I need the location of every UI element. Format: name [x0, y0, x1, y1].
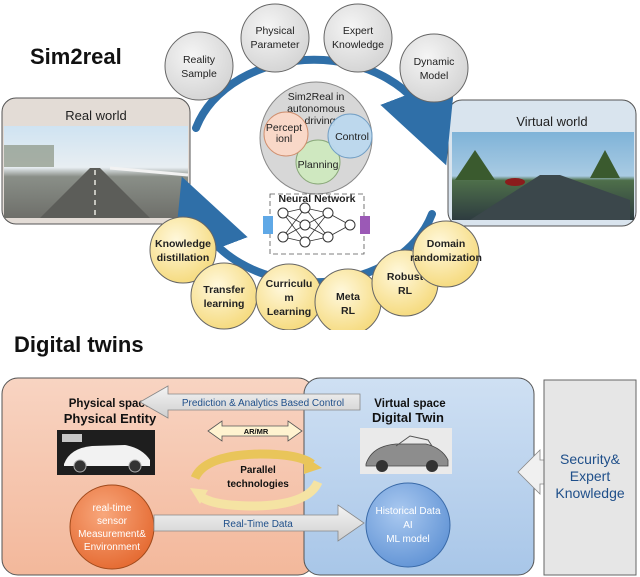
digital-twin-label: Digital Twin — [372, 410, 444, 425]
curriculum-learning-line1: Curriculu — [266, 278, 313, 290]
planning-circle — [295, 139, 341, 185]
sensor-line3: Measurement& — [78, 529, 146, 540]
data-arrow-label: Real-Time Data — [223, 519, 293, 530]
security-box: Security& Expert Knowledge — [543, 379, 637, 576]
control-arrow: Prediction & Analytics Based Control — [139, 385, 361, 419]
reality-sample-line1: Reality — [183, 54, 216, 66]
knowledge-distillation-line1: Knowledge — [155, 238, 211, 250]
reality-sample-line2: Sample — [181, 68, 217, 80]
security-line1: Security& — [560, 451, 621, 467]
dynamic-model-line2: Model — [420, 70, 449, 82]
physical-parameter-line2: Parameter — [250, 39, 300, 51]
model-line3: ML model — [386, 534, 430, 545]
circle-domain-randomization: Domain randomization — [410, 220, 482, 288]
robust-rl-line2: RL — [398, 285, 413, 297]
digital-twins-heading: Digital twins — [14, 332, 144, 357]
circle-reality-sample: Reality Sample — [164, 31, 234, 101]
robust-rl-line1: Robust — [387, 271, 424, 283]
parallel-line2: technologies — [227, 479, 289, 490]
transfer-learning-line2: learning — [204, 298, 245, 310]
circle-dynamic-model: Dynamic Model — [399, 33, 469, 103]
top-circles: Reality Sample Physical Parameter Expert… — [164, 3, 469, 103]
center-circle: Sim2Real in autonomous driving Planning … — [259, 81, 373, 195]
physical-parameter-line1: Physical — [255, 25, 294, 37]
center-title-line3: driving — [305, 115, 336, 127]
real-world-panel: Real world — [1, 97, 191, 225]
control-circle — [327, 113, 373, 159]
sensor-line1: real-time — [93, 503, 132, 514]
model-circle: Historical Data AI ML model — [365, 482, 451, 568]
circle-physical-parameter: Physical Parameter — [240, 3, 310, 73]
security-line3: Knowledge — [555, 485, 624, 501]
perception-line1: Percept — [266, 122, 302, 134]
perception-circle — [263, 111, 309, 157]
sim2real-diagram: Real world Virtual world Sim2Real in — [1, 3, 637, 330]
model-line2: AI — [403, 520, 412, 531]
model-line1: Historical Data — [375, 506, 440, 517]
neural-network-label: Neural Network — [278, 193, 355, 205]
domain-randomization-line2: randomization — [410, 252, 482, 264]
sim2real-heading: Sim2real — [30, 44, 122, 69]
real-world-label: Real world — [65, 108, 126, 123]
neural-network-graphic: Neural Network — [263, 193, 370, 255]
center-title-line1: Sim2Real in — [288, 91, 345, 103]
virtual-world-panel: Virtual world — [447, 99, 637, 227]
perception-line2: ionl — [276, 133, 292, 145]
expert-knowledge-line1: Expert — [343, 25, 373, 37]
transfer-learning-line1: Transfer — [203, 284, 244, 296]
curriculum-learning-line2: m — [284, 292, 293, 304]
virtual-world-label: Virtual world — [516, 114, 587, 129]
digital-twins-diagram: Physical space Physical Entity Virtual s… — [1, 377, 637, 576]
ar-mr-label: AR/MR — [244, 427, 269, 436]
control-label: Control — [335, 131, 369, 143]
circle-transfer-learning: Transfer learning — [190, 262, 258, 330]
domain-randomization-line1: Domain — [427, 238, 466, 250]
center-title-line2: autonomous — [287, 103, 345, 115]
virtual-space-box: Virtual space Digital Twin — [303, 377, 535, 576]
control-arrow-label: Prediction & Analytics Based Control — [182, 398, 344, 409]
parallel-line1: Parallel — [240, 465, 276, 476]
circle-curriculum-learning: Curriculu m Learning — [255, 263, 323, 330]
sensor-line2: sensor — [97, 516, 128, 527]
virtual-space-label: Virtual space — [374, 398, 445, 410]
meta-rl-line1: Meta — [336, 291, 360, 303]
data-arrow: Real-Time Data — [153, 504, 365, 542]
planning-label: Planning — [298, 159, 339, 171]
sensor-circle: real-time sensor Measurement& Environmen… — [69, 484, 155, 570]
security-line2: Expert — [570, 468, 611, 484]
dynamic-model-line1: Dynamic — [414, 56, 455, 68]
ar-mr-arrow: AR/MR — [207, 420, 303, 442]
network-output-bar — [360, 216, 370, 234]
curriculum-learning-line3: Learning — [267, 306, 311, 318]
sensor-line4: Environment — [84, 542, 140, 553]
physical-entity-label: Physical Entity — [64, 411, 157, 426]
circle-meta-rl: Meta RL — [314, 268, 382, 330]
parallel-technologies: Parallel technologies — [190, 449, 323, 511]
bottom-circles: Knowledge distillation Transfer learning… — [149, 216, 482, 330]
expert-knowledge-line2: Knowledge — [332, 39, 384, 51]
circle-expert-knowledge: Expert Knowledge — [323, 3, 393, 73]
circle-knowledge-distillation: Knowledge distillation — [149, 216, 217, 284]
network-input-bar — [263, 216, 273, 234]
knowledge-distillation-line2: distillation — [157, 252, 210, 264]
meta-rl-line2: RL — [341, 305, 356, 317]
physical-space-label: Physical space — [69, 398, 151, 410]
